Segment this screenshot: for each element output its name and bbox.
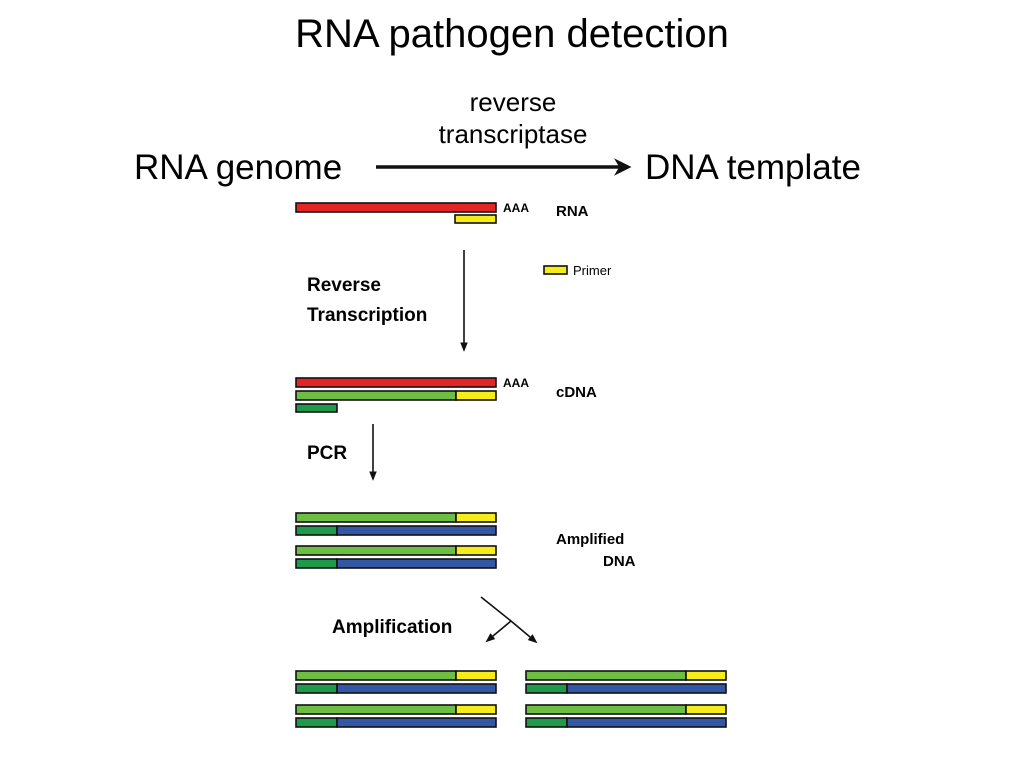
- primer-legend-label: Primer: [573, 263, 612, 278]
- amplified-dna-label-line2: DNA: [603, 553, 636, 570]
- cdna-poly-a-tail: AAA: [503, 376, 529, 390]
- complement-start-segment: [295, 717, 338, 728]
- primer-segment: [685, 704, 727, 715]
- new-strand: [295, 512, 457, 523]
- primer-segment: [455, 545, 497, 556]
- pcr-label: PCR: [307, 443, 347, 464]
- cdna-group: [295, 377, 497, 413]
- amplification-arrow-right: [510, 620, 538, 644]
- complement-strand: [566, 683, 727, 694]
- amplification-arrow-left: [485, 620, 512, 643]
- primer-segment: [455, 512, 497, 523]
- complement-start-segment: [295, 683, 338, 694]
- complement-start-segment: [295, 525, 338, 536]
- enzyme-label-line2: transcriptase: [438, 119, 588, 149]
- rna-genome-term: RNA genome: [134, 148, 343, 187]
- complement-strand: [566, 717, 727, 728]
- primer-segment: [455, 670, 497, 681]
- product-dna-duplex: [525, 670, 727, 694]
- new-strand: [295, 670, 457, 681]
- complement-strand: [336, 558, 497, 569]
- new-strand: [525, 670, 687, 681]
- complement-start-segment: [525, 683, 568, 694]
- primer-segment: [685, 670, 727, 681]
- enzyme-label-line1: reverse: [469, 87, 557, 117]
- amplified-dna-label-line1: Amplified: [556, 531, 624, 548]
- enzyme-label: reverse transcriptase: [408, 86, 618, 150]
- product-dna-duplex: [295, 704, 497, 728]
- primer-strand: [454, 214, 497, 224]
- primer-legend-swatch: [543, 265, 568, 275]
- amplification-label: Amplification: [332, 617, 452, 638]
- reverse-transcription-label-line1: Reverse: [307, 275, 381, 296]
- rna-label: RNA: [556, 203, 589, 220]
- new-strand: [295, 545, 457, 556]
- dna-template-term: DNA template: [645, 148, 861, 187]
- cdna-primer: [455, 390, 497, 401]
- product-dna-duplex: [525, 704, 727, 728]
- complement-start-segment: [295, 558, 338, 569]
- cdna-new-strand: [295, 390, 457, 401]
- reverse-transcription-label-line2: Transcription: [307, 305, 427, 326]
- complement-strand: [336, 717, 497, 728]
- new-strand: [525, 704, 687, 715]
- complement-start-segment: [525, 717, 568, 728]
- rna-strand-group: [295, 202, 497, 224]
- amplification-arrow-stem: [480, 596, 512, 622]
- amplified-dna-duplex: [295, 512, 497, 536]
- new-strand: [295, 704, 457, 715]
- complement-strand: [336, 525, 497, 536]
- cdna-label: cDNA: [556, 384, 597, 401]
- rna-strand: [295, 202, 497, 213]
- cdna-rna-strand: [295, 377, 497, 388]
- primer-segment: [455, 704, 497, 715]
- product-dna-duplex: [295, 670, 497, 694]
- slide-title: RNA pathogen detection: [295, 12, 729, 56]
- amplified-dna-duplex: [295, 545, 497, 569]
- complement-strand: [336, 683, 497, 694]
- cdna-complement-start: [295, 403, 338, 413]
- rna-poly-a-tail: AAA: [503, 201, 529, 215]
